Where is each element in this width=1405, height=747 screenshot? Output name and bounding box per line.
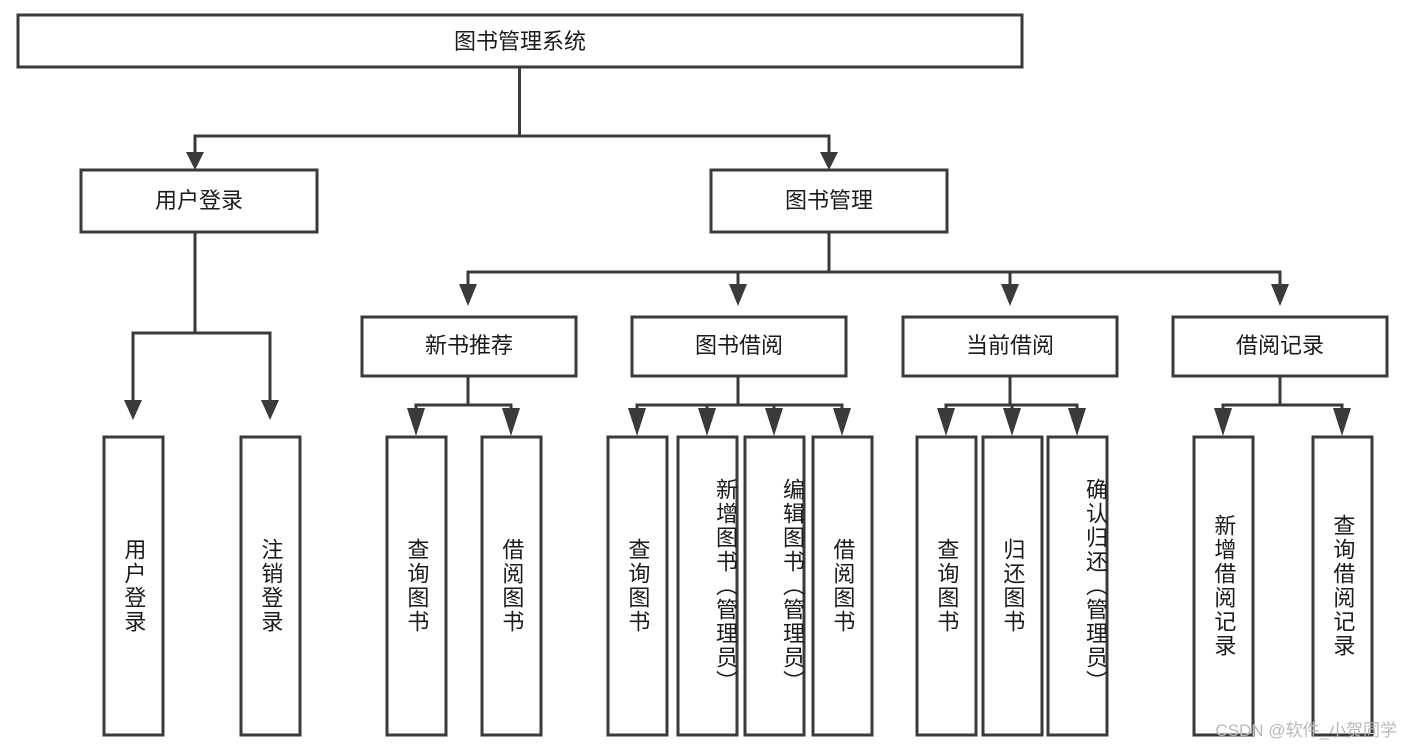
connector-ul-leaf-2	[195, 331, 272, 402]
arrow-head-bb-leaf-3	[765, 408, 783, 436]
connectors-new-book-to-leaves	[407, 377, 520, 436]
arrow-head-cb-leaf-1	[937, 408, 955, 436]
connectors-borrow-record-to-leaves	[1214, 377, 1351, 436]
arrow-head-br-leaf-1	[1214, 408, 1232, 436]
node-borrow-record-box[interactable]	[1171, 315, 1389, 378]
leaf-box-user-login-2[interactable]	[239, 435, 302, 737]
leaf-box-book-borrow-1[interactable]	[606, 435, 669, 737]
arrow-head-book-mgmt	[820, 152, 838, 170]
arrow-head-bb-leaf-1	[628, 408, 646, 436]
connector-bm-book-borrow	[736, 270, 829, 286]
connectors-current-borrow-to-leaves	[937, 377, 1086, 436]
node-book-borrow-box[interactable]	[630, 315, 848, 378]
arrow-head-cb-leaf-2	[1003, 408, 1021, 436]
connector-bb-leaf-4	[738, 403, 844, 412]
arrow-head-bb-leaf-4	[833, 408, 851, 436]
connector-bm-borrow-record	[829, 270, 1282, 286]
leaf-box-book-borrow-4[interactable]	[811, 435, 874, 737]
arrow-head-ul-leaf-1	[124, 400, 142, 420]
node-root-box[interactable]	[16, 13, 1024, 69]
leaf-box-borrow-record-2[interactable]	[1311, 435, 1374, 737]
connectors-root-to-level2	[186, 67, 838, 170]
watermark-text: CSDN @软件_小贺同学	[1215, 721, 1397, 740]
arrow-head-ul-leaf-2	[261, 400, 279, 420]
leaf-box-borrow-record-1[interactable]	[1192, 435, 1255, 737]
node-user-login-label: 用户登录	[155, 188, 243, 213]
connectors-book-mgmt-to-level3	[459, 232, 1289, 306]
leaf-boxes	[102, 435, 1374, 737]
node-root-label: 图书管理系统	[454, 29, 586, 54]
node-borrow-record-label: 借阅记录	[1236, 333, 1324, 358]
arrow-head-new-book	[459, 284, 477, 306]
leaf-box-user-login-1[interactable]	[102, 435, 165, 737]
node-current-borrow-label: 当前借阅	[966, 333, 1054, 358]
node-book-borrow[interactable]: 图书借阅	[630, 315, 848, 378]
connectors-book-borrow-to-leaves	[628, 377, 851, 436]
node-book-management[interactable]: 图书管理	[709, 168, 949, 234]
connector-root-to-user-login	[193, 67, 521, 158]
node-current-borrow-box[interactable]	[901, 315, 1119, 378]
arrow-head-nb-leaf-1	[407, 408, 425, 436]
leaf-box-current-borrow-1[interactable]	[915, 435, 978, 737]
node-new-book-recommend-box[interactable]	[360, 315, 578, 378]
leaf-box-new-book-2[interactable]	[480, 435, 543, 737]
leaf-box-book-borrow-2[interactable]	[676, 435, 739, 737]
leaf-box-new-book-1[interactable]	[385, 435, 448, 737]
node-book-borrow-label: 图书借阅	[695, 333, 783, 358]
connector-br-leaf-1	[1221, 377, 1282, 412]
arrow-head-bb-leaf-2	[698, 408, 716, 436]
connector-bm-current-borrow	[829, 270, 1012, 286]
arrow-head-nb-leaf-2	[502, 408, 520, 436]
connector-nb-leaf-1	[414, 377, 470, 412]
node-book-management-box[interactable]	[709, 168, 949, 234]
connector-br-leaf-2	[1280, 403, 1344, 412]
node-root[interactable]: 图书管理系统	[16, 13, 1024, 69]
node-book-management-label: 图书管理	[785, 188, 873, 213]
arrow-head-cb-leaf-3	[1068, 408, 1086, 436]
node-new-book-recommend-label: 新书推荐	[425, 333, 513, 358]
connector-bm-new-book	[466, 232, 831, 286]
node-current-borrow[interactable]: 当前借阅	[901, 315, 1119, 378]
arrow-head-br-leaf-2	[1333, 408, 1351, 436]
connector-cb-leaf-1	[944, 377, 1012, 412]
connectors-user-login-to-leaves	[124, 232, 279, 420]
arrow-head-borrow-record	[1271, 284, 1289, 306]
connector-ul-leaf-1	[131, 232, 197, 402]
connector-root-to-book-mgmt	[519, 134, 831, 158]
connector-bb-leaf-1	[635, 377, 740, 412]
leaf-box-current-borrow-2[interactable]	[981, 435, 1044, 737]
node-user-login[interactable]: 用户登录	[79, 168, 319, 234]
node-new-book-recommend[interactable]: 新书推荐	[360, 315, 578, 378]
arrow-head-current-borrow	[1001, 284, 1019, 306]
leaf-box-book-borrow-3[interactable]	[743, 435, 806, 737]
node-user-login-box[interactable]	[79, 168, 319, 234]
node-borrow-record[interactable]: 借阅记录	[1171, 315, 1389, 378]
arrow-head-book-borrow	[729, 284, 747, 306]
leaf-box-current-borrow-3[interactable]	[1046, 435, 1109, 737]
arrow-head-user-login	[186, 152, 204, 170]
